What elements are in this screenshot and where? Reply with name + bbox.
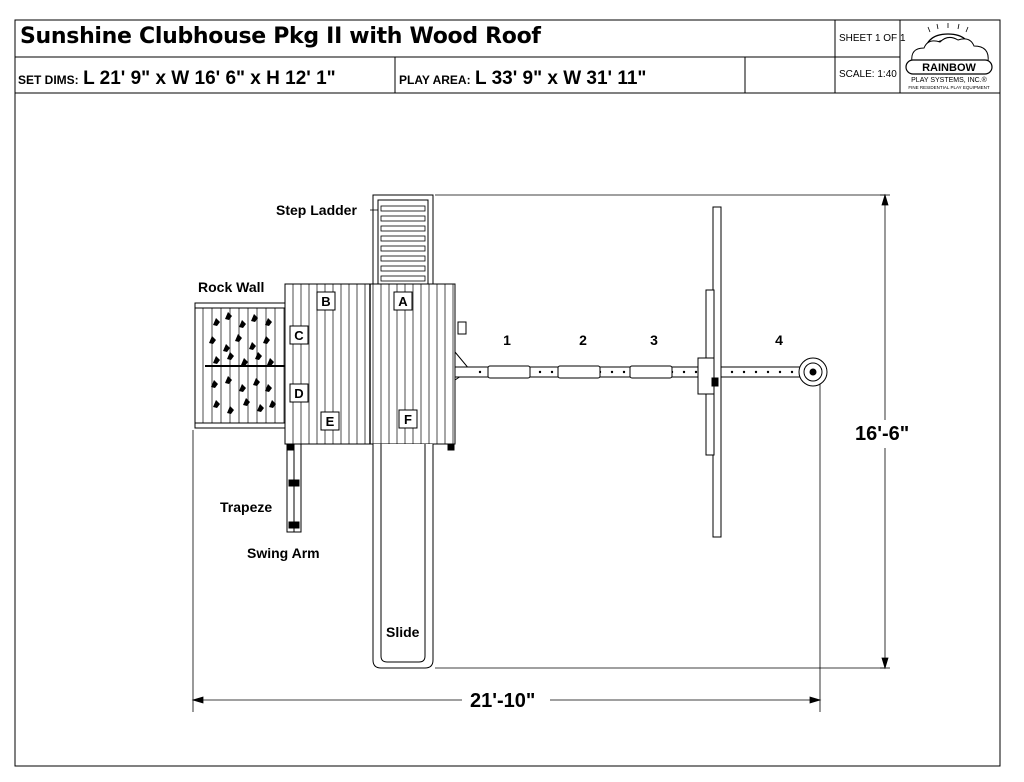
swing-position-4: 4 <box>775 332 783 348</box>
sheet-border <box>14 19 1001 767</box>
swing-beam <box>454 321 828 387</box>
set-dims-value: L 21' 9" x W 16' 6" x H 12' 1" <box>83 68 336 89</box>
play-area-value: L 33' 9" x W 31' 11" <box>475 68 647 89</box>
deck-posts <box>286 443 455 451</box>
logo-name: RAINBOW <box>922 62 976 74</box>
label-rock-wall: Rock Wall <box>198 279 264 295</box>
a-frame <box>697 206 722 538</box>
deck-letter-f: F <box>398 409 418 429</box>
set-dims: SET DIMS: L 21' 9" x W 16' 6" x H 12' 1" <box>18 68 336 90</box>
area-outline <box>192 194 885 712</box>
set-dims-label: SET DIMS: <box>18 73 79 87</box>
slide <box>372 444 434 669</box>
label-trapeze: Trapeze <box>220 499 272 515</box>
svg-text:C: C <box>294 328 304 343</box>
logo-company: PLAY SYSTEMS, INC.® <box>911 76 988 84</box>
height-dimension-label: 16'-6" <box>855 423 909 445</box>
dimension-height <box>880 193 890 670</box>
rock-wall <box>194 302 286 429</box>
svg-text:A: A <box>398 294 408 309</box>
svg-text:F: F <box>404 412 412 427</box>
deck-letter-a: A <box>393 291 413 311</box>
drawing-title: Sunshine Clubhouse Pkg II with Wood Roof <box>20 24 541 49</box>
play-area: PLAY AREA: L 33' 9" x W 31' 11" <box>399 68 646 90</box>
swing-position-2: 2 <box>579 332 587 348</box>
playset-plan <box>191 193 890 712</box>
sheet-number: SHEET 1 OF 1 <box>839 33 906 44</box>
label-slide: Slide <box>386 624 420 640</box>
rainbow-logo: RAINBOW PLAY SYSTEMS, INC.® FINE RESIDEN… <box>905 23 993 90</box>
svg-text:B: B <box>321 294 330 309</box>
step-ladder <box>372 194 434 286</box>
swing-position-1: 1 <box>503 332 511 348</box>
swing-position-numbers: 1 2 3 4 <box>503 332 783 348</box>
deck-roof <box>284 283 456 445</box>
width-dimension-label: 21'-10" <box>470 690 535 712</box>
label-swing-arm: Swing Arm <box>247 545 320 561</box>
svg-text:E: E <box>326 414 335 429</box>
deck-letter-tags: A B C D E F <box>289 291 418 431</box>
swing-arm <box>286 443 302 533</box>
label-step-ladder: Step Ladder <box>276 202 357 218</box>
logo-tagline: FINE RESIDENTIAL PLAY EQUIPMENT <box>908 85 989 90</box>
deck-letter-e: E <box>320 411 340 431</box>
component-labels: Step Ladder Rock Wall Trapeze Swing Arm … <box>198 202 420 640</box>
deck-letter-c: C <box>289 325 309 345</box>
title-block <box>14 19 1001 767</box>
play-area-label: PLAY AREA: <box>399 73 471 87</box>
deck-letter-b: B <box>316 291 336 311</box>
svg-text:D: D <box>294 386 303 401</box>
deck-letter-d: D <box>289 383 309 403</box>
swing-position-3: 3 <box>650 332 658 348</box>
drawing-scale: SCALE: 1:40 <box>839 69 897 80</box>
dimension-width <box>191 696 822 704</box>
